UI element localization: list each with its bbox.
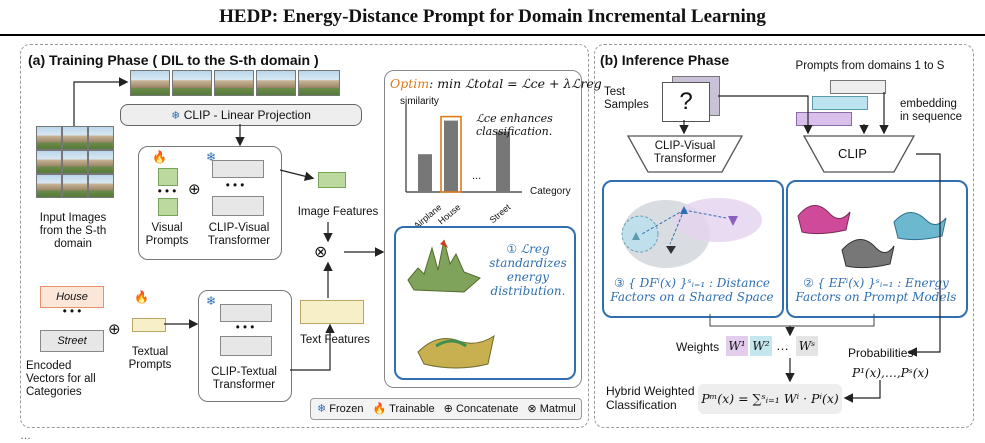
transformer-block	[212, 160, 264, 178]
hybrid-label: Hybrid Weighted Classification	[606, 384, 695, 412]
matmul-icon: ⊗	[314, 244, 328, 261]
text-feature-vectors	[300, 300, 364, 324]
visual-prompt-block	[158, 168, 178, 186]
snowflake-icon: ❄	[171, 110, 181, 122]
bar-house	[444, 120, 458, 192]
weight-ellipsis: …	[776, 338, 789, 353]
training-header: (a) Training Phase ( DIL to the S-th dom…	[28, 52, 319, 68]
flame-icon: 🔥	[372, 403, 387, 415]
probabilities-formula: P¹(x),…,Pˢ(x)	[852, 366, 929, 380]
clip-textual-label: CLIP-Textual Transformer	[211, 366, 277, 391]
optim-objective: Optim: min ℒtotal = ℒce + λℒreg	[390, 76, 602, 91]
matmul-icon: ⊗	[527, 403, 537, 415]
probabilities-label: Probabilities	[848, 346, 914, 360]
transformer-block	[212, 196, 264, 216]
prompt-stack-purple	[796, 112, 852, 126]
legend-trainable: Trainable	[389, 403, 435, 415]
energy-models-plot	[797, 205, 947, 269]
clip-visual-trapezoid	[626, 135, 744, 173]
caption-fragment: …	[20, 430, 31, 442]
encoded-vectors-label: Encoded Vectors for all Categories	[26, 360, 96, 398]
legend-concatenate: Concatenate	[455, 403, 519, 415]
clip-trapezoid	[802, 135, 916, 173]
training-panel	[20, 44, 589, 428]
test-sample-card: ?	[662, 82, 710, 122]
concatenate-icon: ⊕	[108, 321, 121, 338]
energy-factors-label: ② { EFⁱ(x) }ˢᵢ₌₁ : Energy Factors on Pro…	[795, 276, 957, 304]
energy-surface-before	[407, 239, 481, 293]
lce-note: ℒce enhances classification.	[476, 112, 553, 138]
text-features-label: Text Features	[300, 334, 370, 346]
test-samples-label: Test Samples	[604, 86, 649, 111]
lreg-note: ① ℒreg standardizes energy distribution.	[489, 242, 567, 298]
house-vector: House	[40, 286, 104, 308]
bar-airplane	[418, 154, 432, 192]
street-vector: Street	[40, 330, 104, 352]
flame-icon: 🔥	[134, 290, 149, 304]
distance-factors-label: ③ { DFⁱ(x) }ˢᵢ₌₁ : Distance Factors on a…	[610, 276, 774, 304]
weight-ws: Wˢ	[796, 336, 818, 356]
image-features-label: Image Features	[297, 206, 379, 218]
weight-w1: W¹	[726, 336, 748, 356]
prompts-from-label: Prompts from domains 1 to S	[795, 60, 945, 72]
prompt-stack-blue	[812, 96, 868, 110]
snowflake-icon: ❄	[317, 403, 327, 415]
weight-w2: W²	[750, 336, 772, 356]
visual-prompt-block	[158, 198, 178, 216]
inference-panel	[594, 44, 974, 428]
chart-ylabel: similarity	[400, 96, 439, 107]
hybrid-formula: Pᵐ(x) = ∑ˢᵢ₌₁ Wⁱ · Pⁱ(x)	[698, 384, 842, 414]
legend-frozen: Frozen	[329, 403, 364, 415]
legend: ❄ Frozen 🔥 Trainable ⊕ Concatenate ⊗ Mat…	[310, 398, 582, 420]
embedding-label: embedding in sequence	[900, 98, 963, 123]
image-strip	[130, 70, 340, 96]
snowflake-icon: ❄	[206, 294, 217, 308]
flame-icon: 🔥	[152, 150, 167, 164]
clip-visual-label: CLIP-Visual Transformer	[207, 222, 271, 247]
input-images-grid	[36, 126, 114, 198]
concatenate-icon: ⊕	[443, 403, 453, 415]
title-rule	[0, 34, 985, 36]
prompt-stack-gray	[830, 80, 886, 94]
inference-clip-visual-label: CLIP-Visual Transformer	[653, 140, 717, 165]
input-images-label: Input Images from the S-th domain	[39, 212, 107, 250]
textual-prompt-block	[132, 318, 166, 332]
clip-linear-label: CLIP - Linear Projection	[183, 108, 311, 122]
highlight-box	[440, 115, 462, 193]
legend-matmul: Matmul	[539, 403, 576, 415]
concatenate-icon: ⊕	[188, 181, 201, 198]
visual-prompts-label: Visual Prompts	[145, 222, 189, 247]
snowflake-icon: ❄	[206, 150, 217, 164]
clip-label: CLIP	[838, 146, 867, 161]
transformer-block	[220, 336, 272, 356]
bar-street	[496, 131, 510, 192]
weights-label: Weights	[676, 340, 720, 354]
energy-surface-after	[417, 334, 495, 369]
inference-header: (b) Inference Phase	[600, 52, 730, 68]
shared-space-plot	[621, 198, 762, 268]
chart-xlabel: Category	[530, 186, 571, 197]
similarity-chart	[405, 104, 522, 193]
image-feature-vector	[318, 172, 346, 188]
clip-linear-projection: ❄ CLIP - Linear Projection	[120, 104, 362, 126]
textual-prompts-label: Textual Prompts	[128, 346, 172, 371]
page-title: HEDP: Energy-Distance Prompt for Domain …	[219, 6, 766, 27]
tick-label: ...	[472, 170, 482, 182]
transformer-block	[220, 304, 272, 322]
